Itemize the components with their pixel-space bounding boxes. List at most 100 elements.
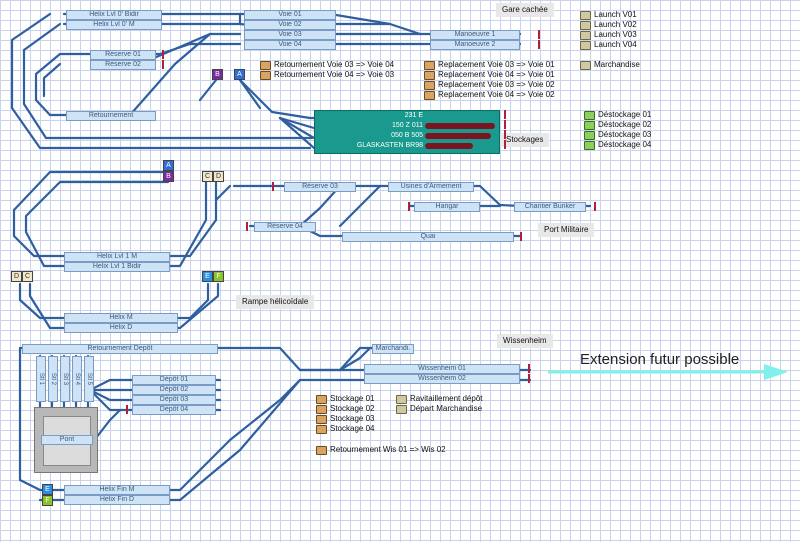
connector-b-mid[interactable]: B [163,171,174,182]
route-icon [424,71,435,80]
signal[interactable] [504,130,506,139]
signal[interactable] [528,374,530,383]
signal[interactable] [528,364,530,373]
block-depot-03[interactable]: Dépôt 03 [132,395,216,405]
block-usines-armement[interactable]: Usines d'Armement [388,182,474,192]
route-depart-marchandise[interactable]: Départ Marchandise [396,404,482,414]
block-manoeuvre-2[interactable]: Manoeuvre 2 [430,40,520,50]
route-ravitaillement-depot[interactable]: Ravitaillement dépôt [396,394,482,404]
connector-c-low[interactable]: C [22,271,33,282]
block-quai[interactable]: Quai [342,232,514,242]
route-icon [396,395,407,404]
route-launch-v02[interactable]: Launch V02 [580,20,637,30]
block-stall-3[interactable]: Stl 3 [60,356,70,402]
block-reserve-03[interactable]: Réserve 03 [284,182,356,192]
route-destockage-02[interactable]: Déstockage 02 [584,120,651,130]
block-chantier-bunker[interactable]: Chantier Bunker [514,202,586,212]
block-hangar[interactable]: Hangar [414,202,480,212]
block-depot-02[interactable]: Dépôt 02 [132,385,216,395]
route-icon [424,61,435,70]
station-row-2: 150 Z 011 [315,121,499,131]
block-retournement-depot[interactable]: Retournement Depôt [22,344,218,354]
route-replacement-03-01[interactable]: Replacement Voie 03 => Voie 01 [424,60,555,70]
route-stockage-04[interactable]: Stockage 04 [316,424,374,434]
connector-d-mid[interactable]: D [213,171,224,182]
block-stall-5[interactable]: Stl 5 [84,356,94,402]
block-depot-04[interactable]: Dépôt 04 [132,405,216,415]
block-helix-fin-d[interactable]: Helix Fin D [64,495,170,505]
stockages-station[interactable]: 231 E 150 Z 011 050 B 505 GLASKASTEN BR9… [314,110,500,154]
block-wissenheim-02[interactable]: Wissenheim 02 [364,374,520,384]
block-voie-03[interactable]: Voie 03 [244,30,336,40]
route-icon [580,11,591,20]
route-launch-v01[interactable]: Launch V01 [580,10,637,20]
signal[interactable] [126,405,128,414]
route-icon [584,111,595,120]
loco-image [425,123,495,129]
block-helix-d[interactable]: Helix D [64,323,178,333]
route-retournement-04-03[interactable]: Retournement Voie 04 => Voie 03 [260,70,394,80]
block-pont[interactable]: Pont [41,435,93,445]
signal[interactable] [408,202,410,211]
route-destockage-01[interactable]: Déstockage 01 [584,110,651,120]
block-helix-lvl1-m[interactable]: Helix Lvl 1 M [64,252,170,262]
block-manoeuvre-1[interactable]: Manoeuvre 1 [430,30,520,40]
connector-b-top[interactable]: B [212,69,223,80]
route-retournement-wis[interactable]: Retournement Wis 01 => Wis 02 [316,445,446,455]
signal[interactable] [162,60,164,69]
block-helix-lvl1-bidir[interactable]: Helix Lvl 1 Bidir [64,262,170,272]
route-destockage-04[interactable]: Déstockage 04 [584,140,651,150]
block-stall-2[interactable]: Stl 2 [48,356,58,402]
station-row-1: 231 E [404,112,423,119]
route-stockage-02[interactable]: Stockage 02 [316,404,374,414]
block-marchandi[interactable]: Marchandi. [372,344,414,354]
block-stall-4[interactable]: Stl 4 [72,356,82,402]
route-replacement-04-02[interactable]: Replacement Voie 04 => Voie 02 [424,90,555,100]
signal[interactable] [272,182,274,191]
connector-f-fin[interactable]: F [42,495,53,506]
turntable[interactable]: Pont [34,407,98,473]
route-replacement-04-01[interactable]: Replacement Voie 04 => Voie 01 [424,70,555,80]
signal[interactable] [504,140,506,149]
connector-d-low[interactable]: D [11,271,22,282]
block-helix-fin-m[interactable]: Helix Fin M [64,485,170,495]
block-reserve-04[interactable]: Réserve 04 [254,222,316,232]
signal[interactable] [246,222,248,231]
block-voie-01[interactable]: Voie 01 [244,10,336,20]
block-reserve-02[interactable]: Réserve 02 [90,60,156,70]
route-stockage-03[interactable]: Stockage 03 [316,414,374,424]
block-retournement[interactable]: Retournement [66,111,156,121]
signal[interactable] [538,30,540,39]
route-launch-v03[interactable]: Launch V03 [580,30,637,40]
connector-a-top[interactable]: A [234,69,245,80]
block-reserve-01[interactable]: Réserve 01 [90,50,156,60]
signal[interactable] [538,40,540,49]
signal[interactable] [520,232,522,241]
route-stockage-01[interactable]: Stockage 01 [316,394,374,404]
block-voie-04[interactable]: Voie 04 [244,40,336,50]
signal[interactable] [504,120,506,129]
connector-e-rampe[interactable]: E [202,271,213,282]
block-helix-lvl0-m[interactable]: Helix Lvl 0' M [66,20,162,30]
connector-e-fin[interactable]: E [42,484,53,495]
block-stall-1[interactable]: Stl 1 [36,356,46,402]
connector-c-mid[interactable]: C [202,171,213,182]
connector-a-mid[interactable]: A [163,160,174,171]
route-replacement-03-02[interactable]: Replacement Voie 03 => Voie 02 [424,80,555,90]
route-marchandise[interactable]: Marchandise [580,60,640,70]
block-voie-02[interactable]: Voie 02 [244,20,336,30]
signal[interactable] [162,50,164,59]
station-row-4: GLASKASTEN BR98 [315,141,499,151]
block-wissenheim-01[interactable]: Wissenheim 01 [364,364,520,374]
route-icon [584,131,595,140]
route-launch-v04[interactable]: Launch V04 [580,40,637,50]
signal[interactable] [594,202,596,211]
block-helix-m[interactable]: Helix M [64,313,178,323]
block-depot-01[interactable]: Dépôt 01 [132,375,216,385]
route-destockage-03[interactable]: Déstockage 03 [584,130,651,140]
connector-f-rampe[interactable]: F [213,271,224,282]
signal[interactable] [504,110,506,119]
block-helix-lvl0-bidir[interactable]: Helix Lvl 0' Bidir [66,10,162,20]
route-icon [584,141,595,150]
route-retournement-03-04[interactable]: Retournement Voie 03 => Voie 04 [260,60,394,70]
